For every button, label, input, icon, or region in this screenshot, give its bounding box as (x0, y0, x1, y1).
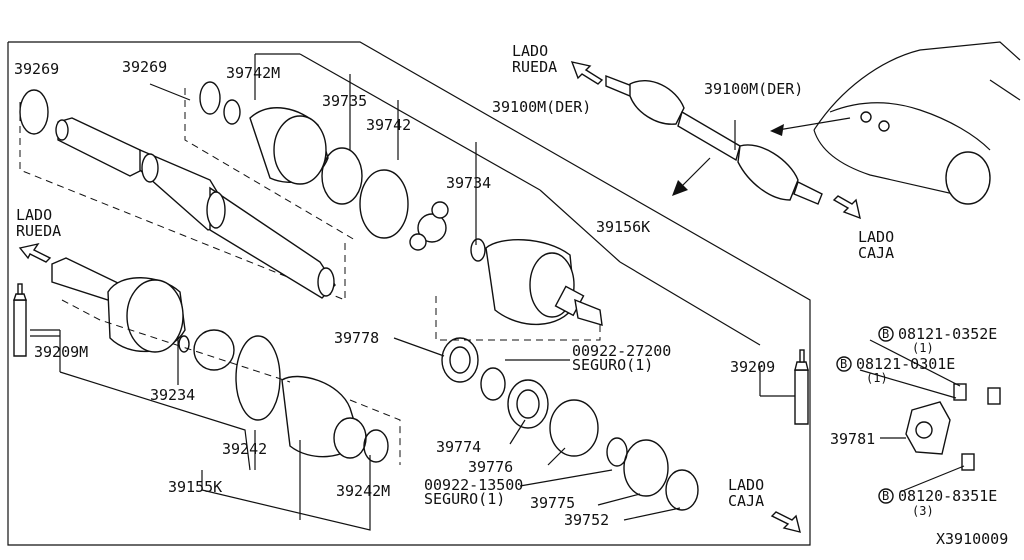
bolt-icon (961, 453, 975, 471)
direction-label-rueda: RUEDA (512, 58, 557, 76)
part-label-39781: 39781 (830, 430, 875, 448)
svg-text:B: B (882, 327, 889, 341)
bolt-qty: (1) (912, 341, 934, 355)
tripod-housing (409, 201, 603, 341)
bolt-code: 08120-8351E (898, 487, 997, 505)
support-bracket (905, 383, 1001, 471)
axle-assembly-overview (605, 74, 823, 205)
direction-label-lado: LADO (858, 228, 894, 246)
part-label-39155K: 39155K (168, 478, 222, 496)
direction-label-lado: LADO (16, 206, 52, 224)
grease-tube-right (794, 349, 809, 425)
direction-label-lado: LADO (512, 42, 548, 60)
grease-tube-left (13, 283, 27, 357)
diagram-frame (7, 41, 811, 546)
arrow-lado-rueda-icon (570, 61, 604, 85)
bolt-qty: (1) (866, 371, 888, 385)
seguro-label: SEGURO(1) (572, 356, 653, 374)
direction-label-caja: CAJA (728, 492, 764, 510)
bolt-icon (987, 387, 1001, 405)
part-label-39742: 39742 (366, 116, 411, 134)
diagram-code: X3910009 (936, 530, 1008, 548)
seguro-label: SEGURO(1) (424, 490, 505, 508)
part-label-39269: 39269 (122, 58, 167, 76)
part-label-00922-27200: 00922-27200 (572, 342, 671, 360)
part-label-39734: 39734 (446, 174, 491, 192)
direction-label-rueda: RUEDA (16, 222, 61, 240)
b-marker-icon (878, 326, 894, 342)
bolt-qty: (3) (912, 504, 934, 518)
part-label-39209: 39209 (730, 358, 775, 376)
guide-line (299, 53, 541, 191)
leader-lines (30, 53, 965, 531)
b-marker-icon (878, 488, 894, 504)
lower-shaft (51, 257, 401, 465)
part-labels: 39269 39269 39742M 39735 39742 39100M(DE… (14, 58, 875, 529)
upper-boot-group (199, 81, 409, 239)
arrow-lado-caja-icon (770, 511, 801, 533)
part-label-39735: 39735 (322, 92, 367, 110)
part-label-39242: 39242 (222, 440, 267, 458)
part-label-39752: 39752 (564, 511, 609, 529)
bolt-callout-3: B 08120-8351E (3) (878, 487, 997, 518)
part-label-39242M: 39242M (336, 482, 390, 500)
svg-text:B: B (882, 489, 889, 503)
guide-line (619, 261, 761, 346)
upper-shaft (19, 88, 356, 301)
part-label-39775: 39775 (530, 494, 575, 512)
bolt-callout-1: B 08121-0352E (1) (878, 325, 997, 355)
car-front-illustration (813, 41, 1021, 205)
part-label-39774: 39774 (436, 438, 481, 456)
bolt-code: 08121-0301E (856, 355, 955, 373)
part-label-39269: 39269 (14, 60, 59, 78)
bolt-callout-2: B 08121-0301E (1) (836, 355, 955, 385)
bolt-icon (953, 383, 967, 401)
part-label-39209M: 39209M (34, 343, 88, 361)
b-marker-icon (836, 356, 852, 372)
part-label-39778: 39778 (334, 329, 379, 347)
part-label-39100M: 39100M(DER) (492, 98, 591, 116)
part-label-39776: 39776 (468, 458, 513, 476)
part-label-39742M: 39742M (226, 64, 280, 82)
direction-label-lado: LADO (728, 476, 764, 494)
direction-label-caja: CAJA (858, 244, 894, 262)
arrow-lado-caja-icon (832, 195, 861, 220)
svg-text:B: B (840, 357, 847, 371)
bolt-code: 08121-0352E (898, 325, 997, 343)
arrow-lado-rueda-icon (18, 242, 52, 263)
snap-ring (19, 89, 49, 135)
part-label-00922-13500: 00922-13500 (424, 476, 523, 494)
part-label-39156K: 39156K (596, 218, 650, 236)
direction-labels: LADO RUEDA LADO RUEDA LADO CAJA LADO CAJ… (16, 42, 894, 510)
guide-line (539, 189, 621, 263)
part-label-39100M: 39100M(DER) (704, 80, 803, 98)
direction-arrows (18, 61, 861, 533)
bearing-group (441, 337, 699, 511)
part-label-39234: 39234 (150, 386, 195, 404)
